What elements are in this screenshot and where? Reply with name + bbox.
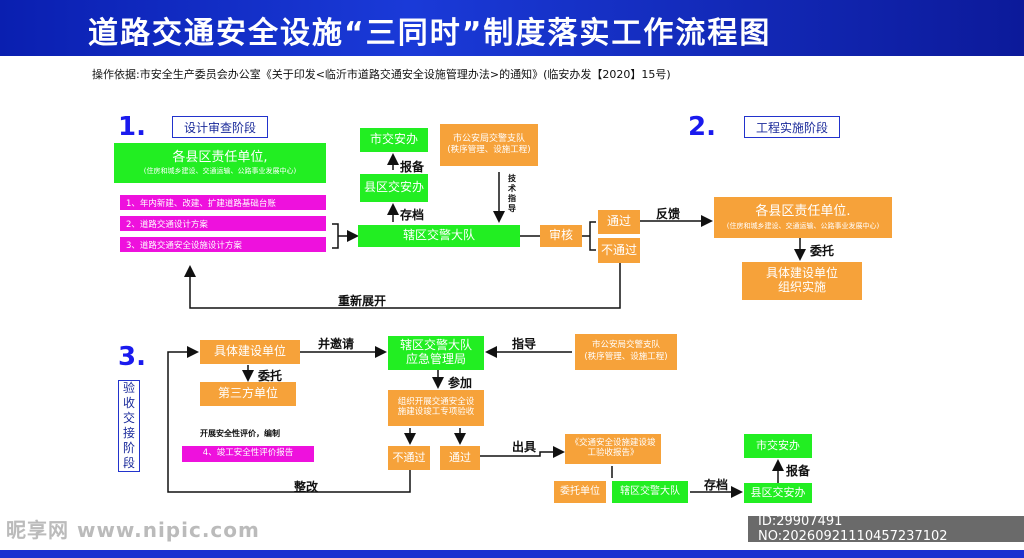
- pass-box-3: 通过: [440, 446, 480, 470]
- county-unit-sub: (住房和城乡建设、交通运输、公路事业发展中心): [143, 167, 297, 176]
- city-police-sub: (秩序管理、设施工程): [447, 145, 531, 156]
- label-report-1: 报备: [400, 160, 425, 174]
- stage2-label: 工程实施阶段: [744, 116, 840, 138]
- acceptance-box: 组织开展交通安全设施建设竣工专项验收: [388, 390, 484, 426]
- county-traffic-office-3: 县区交安办: [744, 483, 812, 503]
- stage3-number: 3.: [118, 342, 146, 372]
- label-tech-guide: 技术指导: [508, 174, 516, 213]
- watermark: 昵享网 www.nipic.com: [6, 518, 260, 542]
- emergency-bureau: 应急管理局: [405, 352, 466, 366]
- label-issue: 出具: [512, 440, 537, 454]
- page-title: 道路交通安全设施“三同时”制度落实工作流程图: [88, 16, 772, 51]
- stage1-item-1: 1、年内新建、改建、扩建道路基础台账: [120, 195, 326, 210]
- stage3-label: 验收交接阶段: [118, 380, 140, 472]
- city-police-sub-3: (秩序管理、设施工程): [584, 352, 668, 362]
- builder-box-3: 具体建设单位: [200, 340, 300, 364]
- stage1-label: 设计审查阶段: [172, 116, 268, 138]
- police-emergency-box: 辖区交警大队 应急管理局: [388, 336, 484, 370]
- label-participate: 参加: [448, 376, 473, 390]
- entrusting-unit-box: 委托单位: [554, 481, 606, 503]
- label-guide: 指导: [512, 337, 537, 351]
- city-police-box: 市公安局交警支队 (秩序管理、设施工程): [440, 124, 538, 166]
- county-unit-title-2: 各县区责任单位.: [755, 204, 851, 219]
- label-archive-1: 存档: [400, 208, 425, 222]
- police-team-box: 辖区交警大队: [358, 225, 520, 247]
- safety-eval-note: 开展安全性评价，编制: [200, 429, 280, 438]
- fail-box-1: 不通过: [598, 238, 640, 263]
- arrow-issue: [480, 446, 565, 458]
- label-rectify: 整改: [294, 480, 319, 494]
- third-party-box: 第三方单位: [200, 382, 296, 406]
- label-report-3: 报备: [786, 464, 811, 478]
- label-feedback: 反馈: [656, 207, 681, 221]
- stage2-number: 2.: [688, 112, 716, 142]
- city-traffic-office-3: 市交安办: [744, 434, 812, 458]
- review-box: 审核: [540, 225, 582, 247]
- bracket-list: [332, 223, 356, 249]
- label-entrust-3: 委托: [258, 369, 283, 383]
- pass-box-1: 通过: [598, 210, 640, 234]
- stage1-item-2: 2、道路交通设计方案: [120, 216, 326, 231]
- city-police-title: 市公安局交警支队: [452, 133, 525, 144]
- acceptance-report-box: 《交通安全设施建设竣工验收报告》: [565, 434, 661, 464]
- header-banner: 道路交通安全设施“三同时”制度落实工作流程图: [0, 0, 1024, 56]
- builder-box-2: 具体建设单位 组织实施: [742, 262, 862, 300]
- fail-box-3: 不通过: [388, 446, 430, 470]
- operation-basis: 操作依据:市安全生产委员会办公室《关于印发<临沂市道路交通安全设施管理办法>的通…: [92, 68, 671, 81]
- arrow-rectify: [167, 346, 411, 493]
- police-team-3: 辖区交警大队: [399, 338, 472, 353]
- builder-sub-2: 组织实施: [777, 280, 826, 294]
- county-unit-box-2: 各县区责任单位. (住房和城乡建设、交通运输、公路事业发展中心): [714, 197, 892, 238]
- city-police-box-3: 市公安局交警支队 (秩序管理、设施工程): [575, 334, 677, 370]
- county-unit-sub-2: (住房和城乡建设、交通运输、公路事业发展中心): [726, 221, 880, 230]
- stage1-number: 1.: [118, 112, 146, 142]
- city-traffic-office: 市交安办: [360, 128, 428, 152]
- police-team-box-3: 辖区交警大队: [612, 481, 688, 503]
- stage1-item-3: 3、道路交通安全设施设计方案: [120, 237, 326, 252]
- label-archive-3: 存档: [704, 478, 729, 492]
- county-traffic-office: 县区交安办: [360, 174, 428, 202]
- label-entrust-2: 委托: [810, 244, 835, 258]
- city-police-title-3: 市公安局交警支队: [591, 340, 660, 351]
- fork-review: [582, 221, 596, 251]
- builder-title-2: 具体建设单位: [765, 266, 838, 281]
- county-unit-box: 各县区责任单位, (住房和城乡建设、交通运输、公路事业发展中心): [114, 143, 326, 183]
- footer-bar: [0, 550, 1024, 558]
- image-id-bar: ID:29907491 NO:20260921110457237102: [748, 514, 1024, 544]
- label-invite: 并邀请: [318, 337, 355, 351]
- county-unit-title: 各县区责任单位,: [172, 149, 268, 165]
- item4-box: 4、竣工安全性评价报告: [182, 446, 314, 462]
- label-restart: 重新展开: [338, 294, 387, 308]
- arrow-restart: [184, 263, 621, 309]
